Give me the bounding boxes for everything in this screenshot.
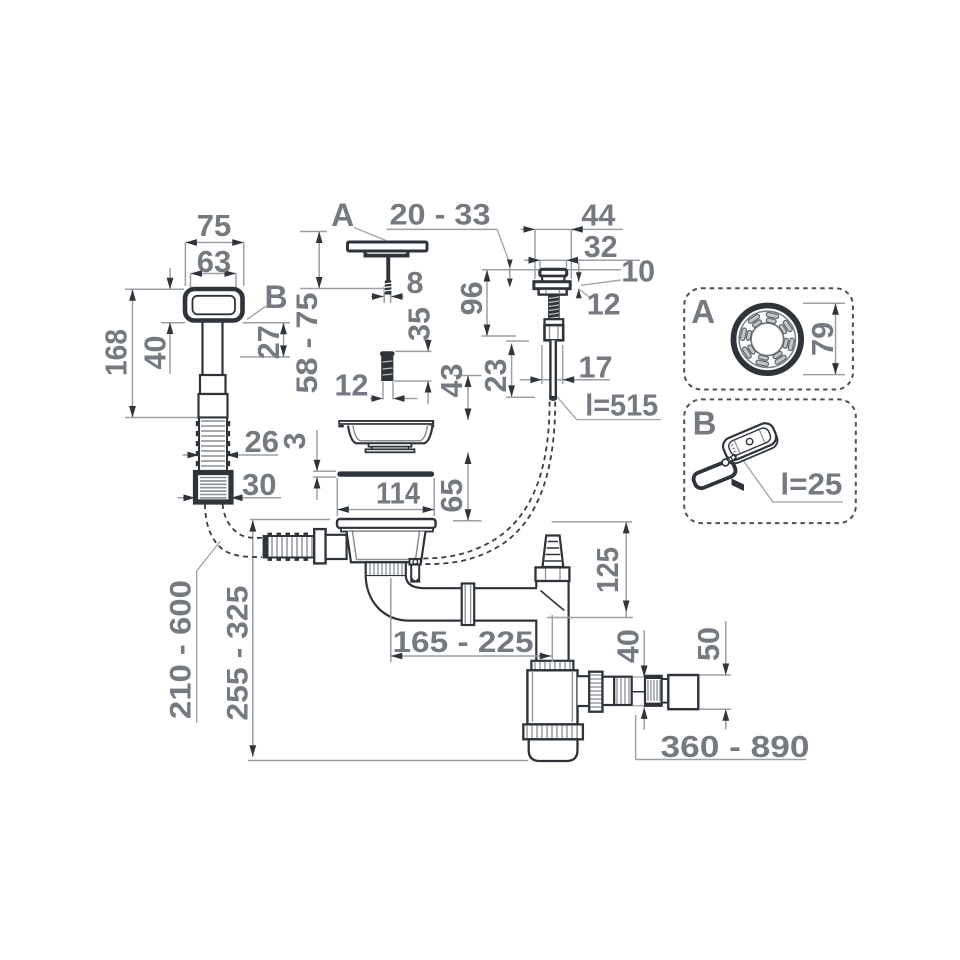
svg-text:210 - 600: 210 - 600 <box>165 580 198 719</box>
svg-text:A: A <box>691 293 715 330</box>
svg-text:12: 12 <box>587 288 621 322</box>
svg-text:65: 65 <box>435 479 469 513</box>
svg-text:A: A <box>331 197 354 233</box>
svg-text:50: 50 <box>692 627 726 661</box>
svg-text:17: 17 <box>579 351 613 385</box>
svg-text:B: B <box>693 405 717 442</box>
svg-text:168: 168 <box>99 329 133 376</box>
svg-text:40: 40 <box>611 629 645 663</box>
svg-text:35: 35 <box>402 307 436 341</box>
svg-text:20 - 33: 20 - 33 <box>390 199 491 232</box>
svg-text:114: 114 <box>376 476 421 511</box>
svg-text:125: 125 <box>591 547 625 593</box>
svg-text:360 - 890: 360 - 890 <box>661 729 810 764</box>
svg-text:40: 40 <box>138 336 172 370</box>
svg-text:96: 96 <box>455 281 489 315</box>
svg-text:12: 12 <box>335 369 369 403</box>
svg-text:l=515: l=515 <box>585 388 658 423</box>
svg-text:23: 23 <box>479 359 513 393</box>
svg-text:58 - 75: 58 - 75 <box>291 293 324 394</box>
svg-text:26: 26 <box>245 424 279 459</box>
svg-text:l=25: l=25 <box>780 468 842 502</box>
svg-text:3: 3 <box>278 433 312 450</box>
svg-text:165 - 225: 165 - 225 <box>393 626 534 659</box>
svg-text:30: 30 <box>242 467 276 502</box>
svg-text:32: 32 <box>584 230 618 264</box>
svg-text:B: B <box>264 279 287 315</box>
svg-text:8: 8 <box>407 266 424 300</box>
svg-text:10: 10 <box>621 255 655 289</box>
svg-text:43: 43 <box>435 364 469 398</box>
svg-text:79: 79 <box>806 322 840 356</box>
svg-text:27: 27 <box>252 325 286 359</box>
svg-text:63: 63 <box>197 244 231 279</box>
svg-text:255 - 325: 255 - 325 <box>221 586 254 721</box>
svg-text:75: 75 <box>197 208 231 243</box>
svg-text:44: 44 <box>581 199 615 233</box>
